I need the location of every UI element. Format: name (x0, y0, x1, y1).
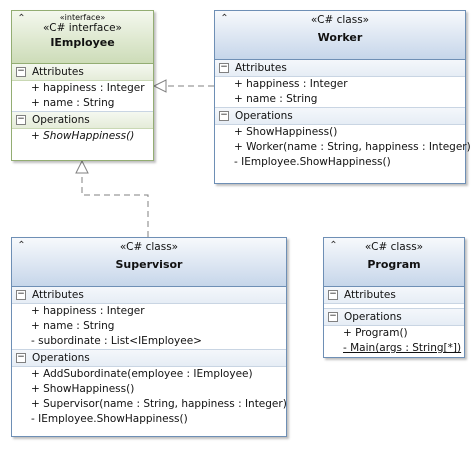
iemployee-header: ⌃ «interface» «C# interface» IEmployee (12, 11, 153, 64)
operation-item: + Program() (343, 327, 408, 339)
attributes-label: Attributes (32, 289, 84, 301)
operation-item: + ShowHappiness() (234, 126, 338, 138)
operations-label: Operations (32, 114, 90, 126)
program-header: ⌃ «C# class» Program (324, 238, 464, 287)
collapse-section-icon[interactable]: − (328, 289, 338, 300)
attribute-item: - subordinate : List<IEmployee> (31, 335, 202, 347)
attribute-item: + name : String (31, 320, 115, 332)
collapse-section-icon[interactable]: − (16, 114, 26, 125)
operation-item: + ShowHappiness() (31, 383, 135, 395)
collapse-icon[interactable]: ⌃ (17, 13, 26, 24)
attributes-label: Attributes (32, 66, 84, 78)
collapse-section-icon[interactable]: − (328, 311, 338, 322)
operation-item: + AddSubordinate(employee : IEmployee) (31, 368, 253, 380)
attribute-item: + happiness : Integer (31, 305, 145, 317)
collapse-icon[interactable]: ⌃ (17, 240, 26, 251)
attribute-item: + name : String (31, 97, 115, 109)
operations-section[interactable]: −Operations (324, 308, 464, 326)
supervisor-realizes-iemployee (81, 173, 149, 237)
collapse-section-icon[interactable]: − (16, 289, 26, 300)
operations-section[interactable]: −Operations (12, 349, 286, 367)
operations-label: Operations (32, 352, 90, 364)
supervisor-realization-arrowhead (75, 159, 89, 174)
program-name: Program (367, 258, 421, 271)
operation-item: + Supervisor(name : String, happiness : … (31, 398, 287, 410)
iemployee-interface-box[interactable]: ⌃ «interface» «C# interface» IEmployee −… (11, 10, 154, 161)
supervisor-name: Supervisor (115, 258, 183, 271)
collapse-section-icon[interactable]: − (16, 66, 26, 77)
attributes-section[interactable]: −Attributes (12, 64, 153, 81)
collapse-section-icon[interactable]: − (219, 110, 229, 121)
operation-item: + Worker(name : String, happiness : Inte… (234, 141, 471, 153)
operation-item-static: - Main(args : String[*]) (343, 342, 462, 354)
worker-name: Worker (317, 31, 363, 44)
class-stereotype: «C# class» (364, 241, 424, 253)
worker-class-box[interactable]: ⌃ «C# class» Worker −Attributes + happin… (214, 10, 471, 184)
collapse-icon[interactable]: ⌃ (220, 13, 229, 24)
collapse-section-icon[interactable]: − (16, 352, 26, 363)
attributes-section[interactable]: −Attributes (324, 287, 464, 304)
collapse-icon[interactable]: ⌃ (329, 240, 338, 251)
operations-label: Operations (235, 110, 293, 122)
attributes-label: Attributes (235, 62, 287, 74)
supervisor-class-box[interactable]: ⌃ «C# class» Supervisor −Attributes + ha… (11, 237, 287, 437)
attribute-item: + happiness : Integer (31, 82, 145, 94)
operation-item: - IEmployee.ShowHappiness() (31, 413, 188, 425)
interface-stereotype: «C# interface» (43, 22, 122, 34)
program-class-box[interactable]: ⌃ «C# class» Program −Attributes −Operat… (323, 237, 465, 358)
worker-header: ⌃ «C# class» Worker (215, 11, 465, 60)
interface-stereotype-small: «interface» (59, 13, 106, 22)
operations-section[interactable]: −Operations (215, 107, 465, 125)
iemployee-name: IEmployee (50, 36, 115, 49)
attributes-label: Attributes (344, 289, 396, 301)
operation-item: + ShowHappiness() (31, 130, 135, 142)
attribute-item: + happiness : Integer (234, 78, 348, 90)
collapse-section-icon[interactable]: − (219, 62, 229, 73)
class-stereotype: «C# class» (310, 14, 370, 26)
class-stereotype: «C# class» (119, 241, 179, 253)
supervisor-header: ⌃ «C# class» Supervisor (12, 238, 286, 287)
worker-realization-arrowhead (152, 79, 167, 93)
attribute-item: + name : String (234, 93, 318, 105)
operation-item: - IEmployee.ShowHappiness() (234, 156, 391, 168)
operations-section[interactable]: −Operations (12, 111, 153, 129)
attributes-section[interactable]: −Attributes (12, 287, 286, 304)
attributes-section[interactable]: −Attributes (215, 60, 465, 77)
operations-label: Operations (344, 311, 402, 323)
